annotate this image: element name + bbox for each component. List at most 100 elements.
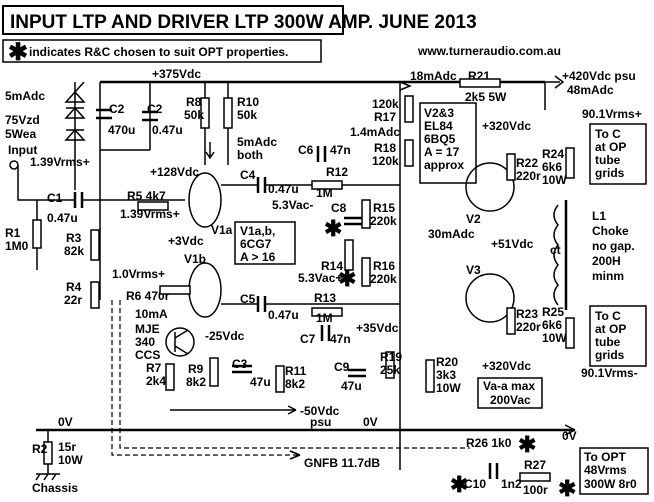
components-r4v: 22r (64, 293, 82, 307)
tubes-v1info1: V1a,b, (240, 224, 275, 238)
components-r26: R26 1k0 (466, 436, 512, 450)
outputs-opt1: To OPT (584, 450, 626, 464)
components-r7: R7 (146, 361, 162, 375)
r12-resistor (311, 180, 343, 190)
tubes-v1a: V1a (211, 223, 233, 237)
components-r8v: 50k (184, 108, 204, 122)
c7-capacitor (320, 325, 331, 341)
components-c7: C7 (300, 332, 316, 346)
rails-ma48: 48mAdc (567, 83, 614, 97)
components-r15: R15 (373, 201, 395, 215)
c1-capacitor (73, 192, 84, 208)
asterisk-c8: ✱ (324, 216, 342, 241)
tubes-v2: V2 (466, 212, 481, 226)
outputs-toc1d: grids (595, 166, 625, 180)
components-r19v: 25k (380, 363, 400, 377)
c3-capacitor (232, 364, 252, 374)
r15-resistor (361, 199, 371, 229)
components-c6v: 47n (330, 143, 351, 157)
components-r24w: 10W (542, 173, 567, 187)
rails-ma5: 5mAdc (237, 135, 277, 149)
note-text: indicates R&C chosen to suit OPT propert… (29, 45, 288, 59)
input-level3: 1.0Vrms+ (112, 267, 165, 281)
tubes-v1b: V1b (184, 252, 206, 266)
tubes-mje1: MJE (135, 322, 160, 336)
r4-resistor (90, 281, 100, 309)
outputs-l1a: L1 (592, 209, 606, 223)
components-c9v: 47u (341, 379, 362, 393)
components-r14: R14 (321, 259, 343, 273)
components-r10v: 50k (237, 108, 257, 122)
r13-resistor (311, 307, 343, 317)
outputs-l1b: Choke (592, 224, 629, 238)
components-r7v: 2k4 (146, 374, 166, 388)
outputs-opt2: 48Vrms (584, 463, 627, 477)
components-zener_ma: 5mAdc (5, 89, 45, 103)
components-c10v: 1n2 (501, 477, 522, 491)
tubes-mje3: CCS (135, 348, 160, 362)
components-r1v: 1M0 (5, 239, 29, 253)
r6-resistor (159, 285, 191, 295)
outputs-toc1c: tube (595, 153, 621, 167)
components-c4v: 0.47u (268, 182, 299, 196)
r25-resistor (565, 317, 575, 349)
note-box (2, 39, 322, 63)
components-r12: R12 (326, 165, 348, 179)
components-c8: C8 (331, 201, 347, 215)
components-r13: R13 (314, 291, 336, 305)
components-r17: R17 (374, 110, 396, 124)
v2-tube-icon (465, 162, 515, 212)
rails-v320a: +320Vdc (482, 119, 531, 133)
input-level2: 1.39Vrms+ (120, 207, 180, 221)
components-r12v: 1M (316, 186, 333, 200)
c10-capacitor (488, 463, 499, 479)
c2-capacitor (96, 108, 112, 120)
rails-v320b: +320Vdc (482, 359, 531, 373)
components-r2: R2 (32, 442, 48, 456)
components-r11v: 8k2 (285, 377, 305, 391)
components-r23v: 220r (516, 320, 541, 334)
rails-ov1: 0V (58, 415, 73, 429)
components-r15v: 220k (370, 214, 397, 228)
v3-tube-icon (465, 273, 515, 323)
components-r20: R20 (436, 355, 458, 369)
v1-info-box (234, 221, 296, 265)
chassis-ground-icon (35, 430, 60, 481)
website: www.turneraudio.com.au (417, 44, 561, 58)
to-c-box-top (589, 123, 647, 185)
components-r19: R19 (380, 350, 402, 364)
components-r27v: 100r (523, 483, 548, 497)
input-jack-icon[interactable] (9, 160, 19, 170)
c8-capacitor (344, 216, 362, 226)
rails-vn25: -25Vdc (205, 329, 245, 343)
transistor-icon (165, 327, 195, 357)
to-opt-box (579, 447, 649, 495)
components-zener2: 5Wea (5, 127, 36, 141)
components-r20w: 10W (436, 381, 461, 395)
components-c5: C5 (240, 292, 256, 306)
components-c9: C9 (334, 360, 350, 374)
components-r3v: 82k (64, 244, 84, 258)
rails-ov2: 0V (363, 415, 378, 429)
c6-capacitor (316, 146, 327, 162)
outputs-toc2a: To C (595, 309, 621, 323)
r18-resistor (404, 139, 414, 167)
rails-ma18: 18mAdc (410, 69, 457, 83)
input-level: 1.39Vrms+ (30, 155, 90, 169)
components-r22v: 220r (516, 169, 541, 183)
r5-resistor (137, 201, 169, 211)
components-r20v: 3k3 (436, 368, 456, 382)
tubes-v23info3: 6BQ5 (424, 132, 456, 146)
outputs-vrms_top: 90.1Vrms+ (582, 107, 642, 121)
rails-vn50: -50Vdc (300, 404, 340, 418)
outputs-toc2d: grids (595, 348, 625, 362)
r1-resistor (32, 219, 42, 249)
rails-v3: +3Vdc (168, 234, 204, 248)
asterisk-c10: ✱ (450, 472, 468, 497)
r16-resistor (361, 257, 371, 287)
components-r4: R4 (66, 280, 82, 294)
r27-resistor (519, 472, 551, 482)
components-r6: R6 470r (126, 289, 170, 303)
outputs-vaa2: 200Vac (490, 393, 531, 407)
